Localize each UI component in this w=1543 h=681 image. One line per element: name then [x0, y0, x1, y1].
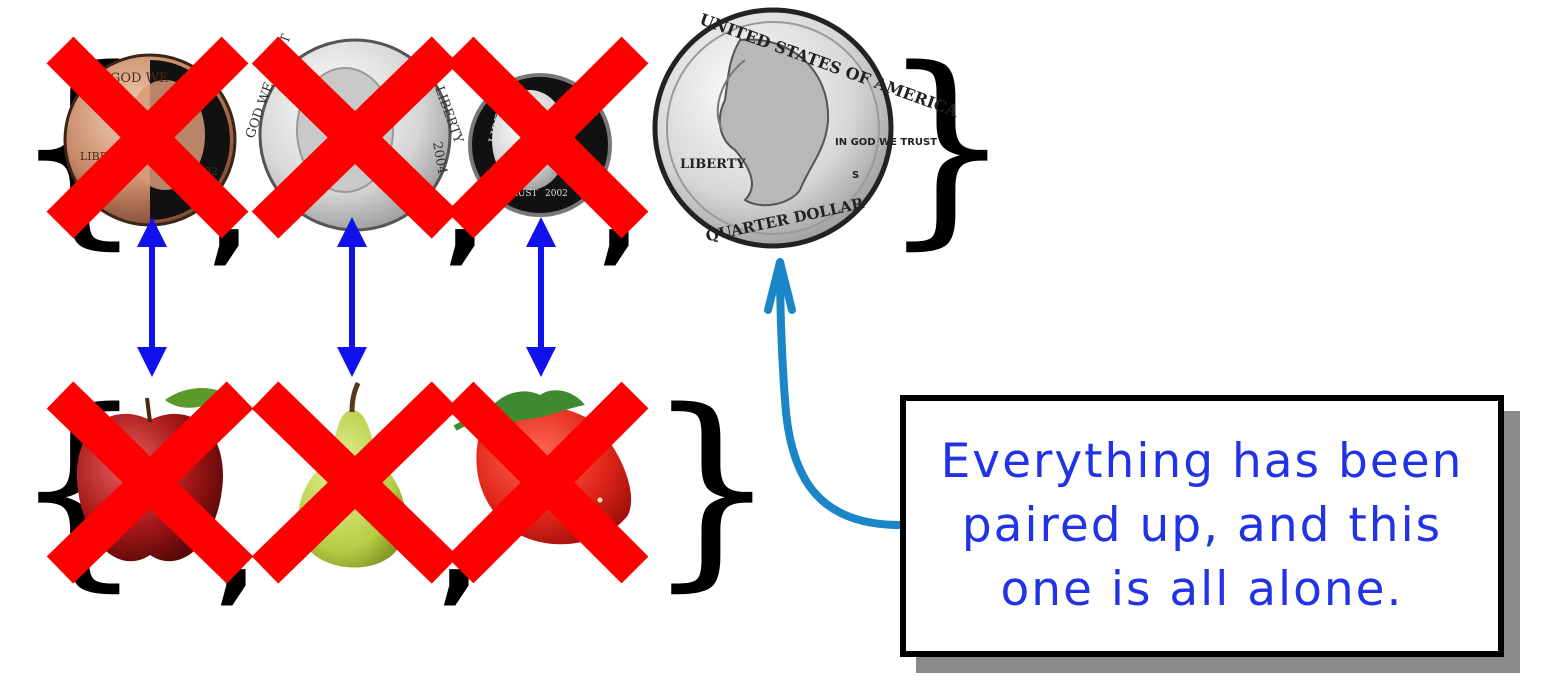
callout-box: Everything has been paired up, and this …	[900, 395, 1504, 657]
quarter-inscription-liberty: LIBERTY	[680, 157, 746, 172]
coin-set-close-brace: }	[880, 23, 1014, 268]
callout-text: Everything has been paired up, and this …	[922, 430, 1482, 622]
quarter-inscription-motto: IN GOD WE TRUST	[835, 137, 937, 148]
cross-mark-icon	[446, 381, 649, 584]
cross-marks	[46, 36, 649, 584]
cross-mark-icon	[46, 381, 254, 584]
callout-line: paired up, and this	[961, 498, 1443, 553]
callout-line: Everything has been	[940, 434, 1464, 489]
quarter-inscription-mintmark: S	[852, 170, 859, 181]
cross-mark-icon	[251, 36, 459, 239]
cross-mark-icon	[251, 381, 459, 584]
cross-mark-icon	[46, 36, 249, 239]
callout-line: one is all alone.	[1000, 562, 1404, 617]
pointer-arrow-icon	[764, 258, 904, 529]
dime-inscription-trust: TRUST	[505, 189, 538, 199]
cross-mark-icon	[446, 36, 649, 239]
fruit-set-close-brace: }	[645, 365, 779, 610]
nickel-inscription-year: 2004	[429, 140, 450, 175]
dime-inscription-year: 2002	[545, 189, 568, 199]
penny-inscription-top: GOD WE	[110, 71, 168, 86]
pairing-arrows	[137, 217, 556, 377]
